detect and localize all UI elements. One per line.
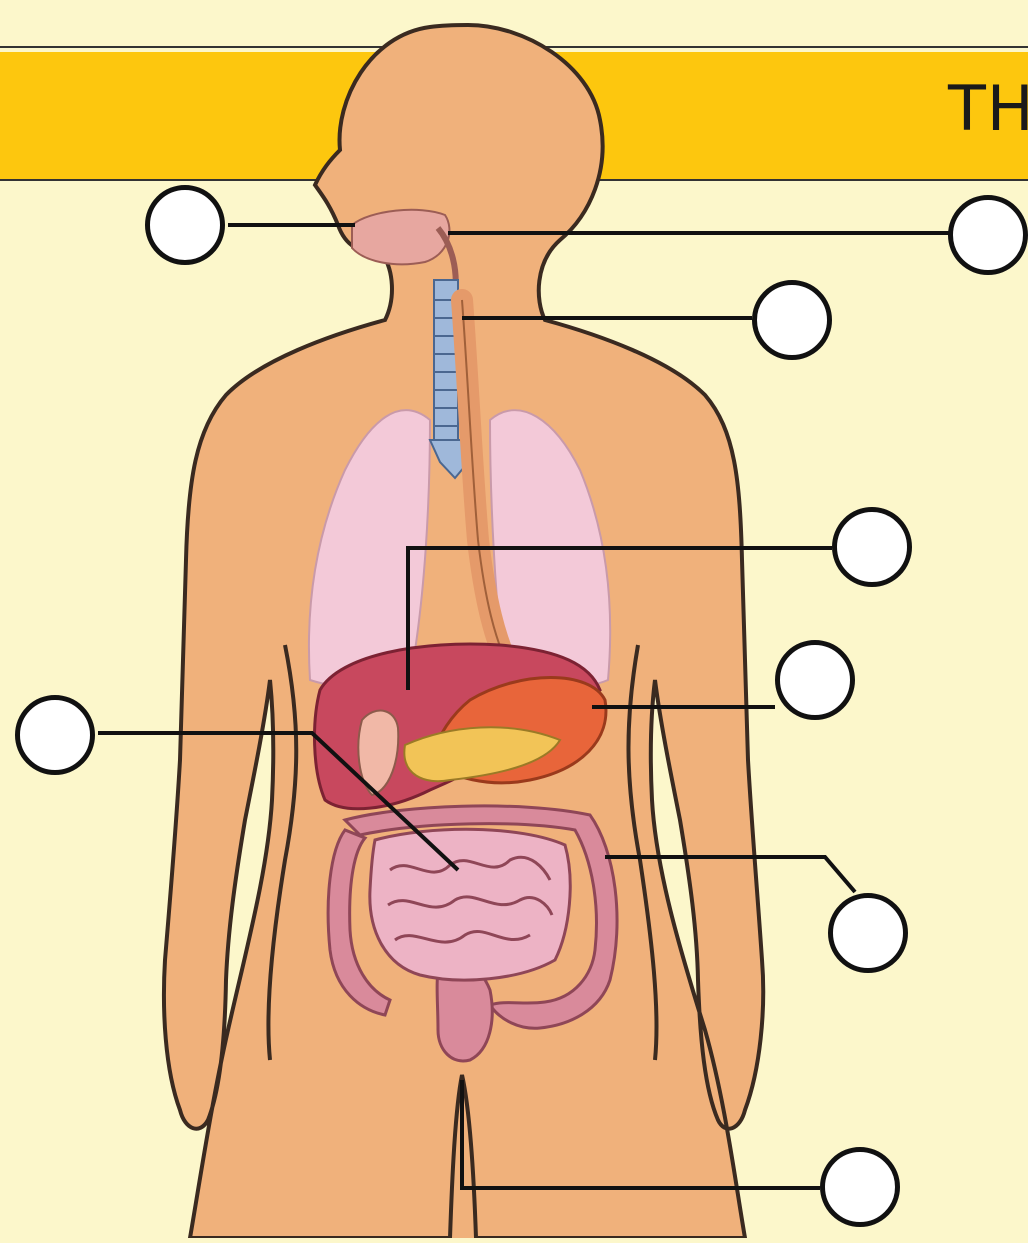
small-intestine <box>370 829 570 980</box>
label-circle-anus[interactable] <box>820 1147 900 1227</box>
label-circle-esophagus[interactable] <box>752 280 832 360</box>
label-circle-pharynx[interactable] <box>948 195 1028 275</box>
label-circle-gallbladder[interactable] <box>15 695 95 775</box>
label-circle-liver[interactable] <box>832 507 912 587</box>
label-circle-large-intestine[interactable] <box>828 893 908 973</box>
mouth-cavity <box>352 210 449 265</box>
label-circle-stomach[interactable] <box>775 640 855 720</box>
header-title: TH <box>948 78 1028 140</box>
label-circle-mouth[interactable] <box>145 185 225 265</box>
